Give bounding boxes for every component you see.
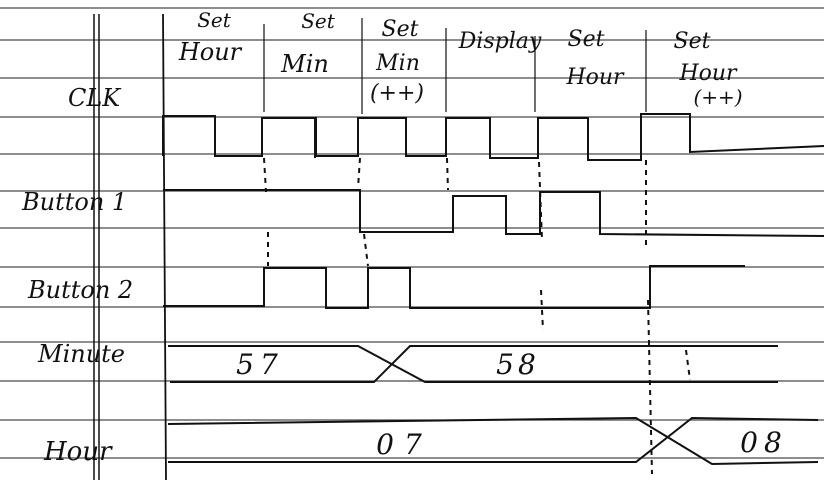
margin-lines — [93, 13, 167, 480]
button1-label: Button 1 — [21, 188, 127, 216]
button2-waveform — [163, 265, 745, 309]
clk-label: CLK — [68, 84, 122, 112]
phase-label: Set — [382, 17, 419, 42]
margin-line — [162, 13, 167, 480]
phase-label: Set — [674, 29, 711, 54]
phase-label: Display — [458, 29, 542, 54]
signal-labels: CLK Button 1 Button 2 Minute Hour — [21, 84, 133, 467]
phase-label: (++) — [370, 81, 424, 106]
waveforms — [162, 113, 824, 466]
hour-bus-line — [168, 416, 819, 463]
phase-label: Set — [568, 27, 605, 52]
dashed-marker — [540, 289, 544, 331]
phase-dividers — [263, 18, 647, 114]
clk-waveform — [162, 113, 824, 161]
minute-bus — [168, 345, 778, 383]
hour-bus — [167, 416, 819, 466]
button2-label: Button 2 — [27, 276, 133, 304]
dashed-marker — [538, 161, 543, 241]
hour-bus-line — [167, 416, 819, 466]
phase-label: Hour — [178, 38, 243, 66]
phase-headers: Set Hour Set Min Set Min (++) Display Se… — [178, 8, 743, 109]
phase-label: Min — [375, 51, 420, 76]
phase-label: (++) — [693, 85, 742, 109]
hour-label: Hour — [43, 437, 113, 467]
phase-label: Set — [301, 9, 336, 33]
phase-label: Min — [280, 50, 329, 78]
phase-label: Hour — [565, 65, 625, 90]
minute-label: Minute — [37, 340, 125, 368]
button1-waveform — [163, 189, 824, 237]
bus-values: 57 58 07 08 — [236, 348, 788, 461]
minute-value-before: 57 — [236, 348, 284, 381]
phase-label: Set — [197, 8, 232, 32]
minute-bus-line — [170, 345, 778, 383]
phase-label: Hour — [678, 61, 738, 86]
minute-value-after: 58 — [496, 348, 540, 381]
hour-value-after: 08 — [740, 426, 788, 459]
hour-value-before: 07 — [376, 428, 432, 461]
